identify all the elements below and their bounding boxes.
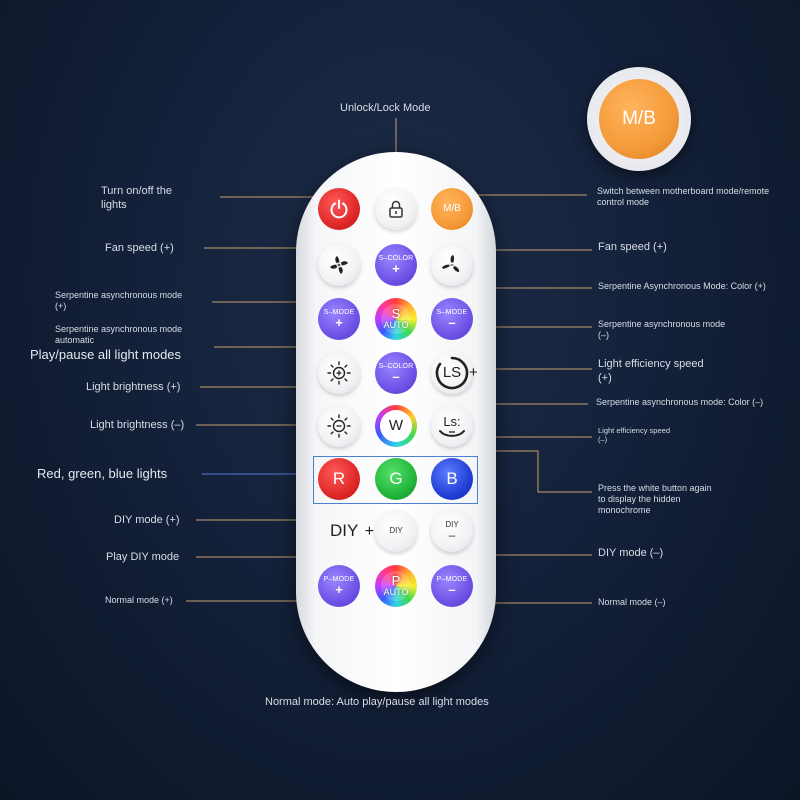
light-speed-plus-button[interactable]: LS [431, 352, 473, 394]
plus-sign: + [392, 260, 400, 276]
p-mode-label: P–MODE [323, 575, 355, 583]
diy-text: DIY [330, 521, 359, 540]
label-white-button: Press the white button again to display … [598, 483, 712, 515]
fan-speed-plus-button[interactable] [318, 244, 360, 286]
s-color-label: S–COLOR [378, 362, 414, 370]
label-light-eff-plus: Light efficiency speed (+) [598, 358, 704, 384]
lock-button[interactable] [375, 188, 417, 230]
brightness-minus-button[interactable] [318, 405, 360, 447]
mb-badge-large: M/B [587, 67, 691, 171]
label-serp-minus: Serpentine asynchronous mode (–) [598, 319, 726, 340]
s-color-minus-button[interactable]: S–COLOR – [375, 352, 417, 394]
label-brightness-minus: Light brightness (–) [90, 419, 185, 431]
sun-minus-icon [327, 414, 351, 438]
red-button[interactable]: R [318, 458, 360, 500]
ls-colon-label: Ls: [443, 414, 461, 430]
label-fan-speed-right: Fan speed (+) [598, 241, 667, 253]
lock-icon [389, 200, 403, 218]
label-unlock-lock: Unlock/Lock Mode [340, 102, 431, 114]
s-letter: S [391, 306, 401, 322]
diy-plus-label[interactable]: DIY + [330, 521, 374, 541]
p-mode-plus-button[interactable]: P–MODE + [318, 565, 360, 607]
brightness-plus-button[interactable] [318, 352, 360, 394]
power-icon [330, 199, 348, 219]
minus-sign: – [392, 368, 400, 384]
plus-sign: + [335, 314, 343, 330]
s-mode-label: S–MODE [323, 308, 355, 316]
white-button-face: W [380, 410, 412, 442]
label-diy-minus: DIY mode (–) [598, 547, 664, 559]
fan-plus-icon [330, 256, 348, 274]
r-letter: R [332, 469, 346, 489]
b-letter: B [446, 469, 458, 489]
label-turn-on-off: Turn on/off the lights [101, 185, 172, 211]
mb-badge-label: M/B [599, 79, 679, 159]
minus-sign: – [448, 314, 456, 330]
auto-label: AUTO [383, 320, 409, 331]
label-rgb-lights: Red, green, blue lights [37, 466, 168, 481]
g-letter: G [389, 469, 403, 489]
minus-sign: – [448, 527, 456, 542]
diy-text: DIY [389, 525, 403, 535]
label-serpentine-plus: Serpentine asynchronous mode (+) [55, 290, 183, 311]
white-button[interactable]: W [375, 405, 417, 447]
ls-plus-sign: + [469, 364, 478, 381]
label-normal-minus: Normal mode (–) [598, 597, 666, 607]
ls-ring-icon [435, 356, 469, 390]
s-mode-plus-button[interactable]: S–MODE + [318, 298, 360, 340]
label-normal-auto: Normal mode: Auto play/pause all light m… [265, 696, 489, 708]
fan-speed-minus-button[interactable] [431, 244, 473, 286]
label-serp-color-plus: Serpentine Asynchronous Mode: Color (+) [598, 281, 766, 291]
green-button[interactable]: G [375, 458, 417, 500]
diy-play-button[interactable]: DIY [375, 510, 417, 552]
label-diy-plus: DIY mode (+) [114, 514, 180, 526]
power-button[interactable] [318, 188, 360, 230]
plus-sign: + [335, 581, 343, 597]
sun-plus-icon [327, 361, 351, 385]
p-mode-label: P–MODE [436, 575, 468, 583]
label-play-diy: Play DIY mode [106, 551, 180, 563]
fan-minus-icon [442, 255, 460, 272]
mb-button[interactable]: M/B [431, 188, 473, 230]
minus-sign: – [448, 581, 456, 597]
diy-minus-button[interactable]: DIY – [431, 510, 473, 552]
ls-minus-arc-icon [439, 429, 465, 437]
s-color-plus-button[interactable]: S–COLOR + [375, 244, 417, 286]
blue-button[interactable]: B [431, 458, 473, 500]
mb-button-label: M/B [443, 202, 461, 214]
p-auto-button[interactable]: P AUTO [375, 565, 417, 607]
label-play-pause: Play/pause all light modes [30, 347, 182, 362]
diy-text: DIY [445, 519, 459, 529]
p-mode-minus-button[interactable]: P–MODE – [431, 565, 473, 607]
label-serpentine-auto: Serpentine asynchronous mode automatic [55, 324, 183, 345]
label-fan-speed-left: Fan speed (+) [105, 242, 174, 254]
s-mode-minus-button[interactable]: S–MODE – [431, 298, 473, 340]
ls-label: LS [442, 364, 462, 382]
plus-sign: + [364, 523, 375, 540]
rgb-highlight-frame [313, 456, 478, 504]
label-brightness-plus: Light brightness (+) [86, 381, 181, 393]
label-light-eff-minus: Light efficiency speed (–) [598, 426, 670, 444]
s-mode-label: S–MODE [436, 308, 468, 316]
label-normal-plus: Normal mode (+) [105, 595, 173, 605]
light-speed-minus-button[interactable]: Ls: [431, 405, 473, 447]
s-auto-button[interactable]: S AUTO [375, 298, 417, 340]
label-switch-mb: Switch between motherboard mode/remote c… [597, 186, 770, 207]
auto-label: AUTO [383, 587, 409, 598]
s-color-label: S–COLOR [378, 254, 414, 262]
p-letter: P [391, 573, 401, 589]
label-serp-color-minus: Serpentine asynchronous mode: Color (–) [596, 397, 764, 407]
w-letter: W [388, 417, 404, 435]
